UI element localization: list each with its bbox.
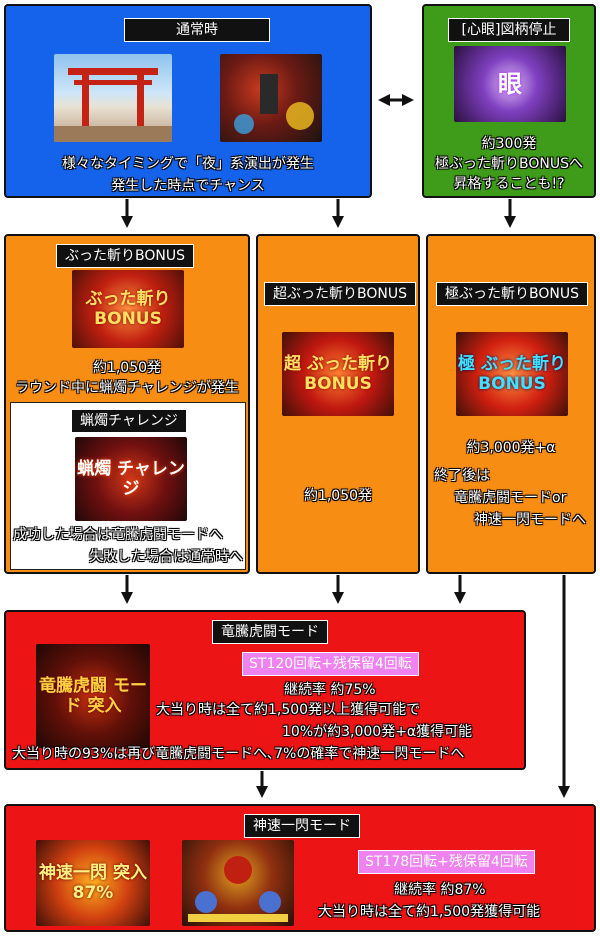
rousoku-image: 蝋燭 チャレンジ — [75, 437, 187, 521]
shinsoku-badge: ST178回転+残保留4回転 — [358, 850, 535, 874]
normal-mode-line1: 様々なタイミングで「夜」系演出が発生 — [62, 156, 314, 172]
ryuto-logo-image: 竜騰虎闘 モード 突入 — [36, 644, 150, 748]
cho-line1: 約1,050発 — [303, 488, 373, 504]
normal-mode-box: 通常時 様々なタイミングで「夜」系演出が発生 発生した時点でチャンス — [4, 4, 372, 198]
shinsoku-box: 神速一閃モード 神速一閃 突入 87% ST178回転+残保留4回転 継続率 約… — [4, 804, 596, 932]
ryuto-box: 竜騰虎闘モード 竜騰虎闘 モード 突入 ST120回転+残保留4回転 継続率 約… — [4, 610, 526, 770]
ryuto-logo: 竜騰虎闘 モード 突入 — [39, 676, 147, 716]
normal-mode-line2: 発生した時点でチャンス — [111, 178, 265, 194]
shingan-title: [心眼]図柄停止 — [448, 18, 570, 42]
cho-logo: 超 ぶった斬り BONUS — [284, 354, 392, 394]
shingan-line1: 約300発 — [481, 136, 537, 152]
torii-gate-image — [54, 54, 172, 142]
shinsoku-line2: 大当り時は全て約1,500発獲得可能 — [318, 904, 541, 920]
goku-line1: 約3,000発+α — [466, 440, 556, 456]
goku-line3: 竜騰虎闘モードor — [454, 490, 567, 506]
goku-line4: 神速一閃モードへ — [474, 512, 586, 528]
cho-title: 超ぶった斬りBONUS — [264, 282, 416, 306]
rousoku-logo: 蝋燭 チャレンジ — [77, 459, 185, 499]
shingan-line2: 極ぶった斬りBONUSへ — [435, 156, 583, 172]
shinsoku-logo-image: 神速一閃 突入 87% — [36, 840, 150, 926]
shinsoku-scene-image — [182, 840, 294, 926]
goku-line2: 終了後は — [434, 468, 490, 484]
goku-logo: 極 ぶった斬り BONUS — [458, 354, 566, 394]
shinsoku-title: 神速一閃モード — [244, 814, 360, 838]
goku-title: 極ぶった斬りBONUS — [436, 282, 588, 306]
shinsoku-line1: 継続率 約87% — [394, 882, 486, 898]
ryuto-line2: 大当り時は全て約1,500発以上獲得可能で — [156, 702, 421, 718]
shingan-line3: 昇格することも!? — [453, 176, 565, 192]
buttagiri-line2: ラウンド中に蝋燭チャレンジが発生 — [15, 380, 239, 396]
rousoku-line1: 成功した場合は竜騰虎闘モードへ — [13, 527, 223, 543]
ryuto-title: 竜騰虎闘モード — [212, 620, 328, 644]
rousoku-line2: 失敗した場合は通常時へ — [89, 549, 243, 565]
shinsoku-logo: 神速一閃 突入 87% — [39, 863, 147, 903]
shingan-image: 眼 — [454, 46, 566, 122]
shinsoku-scene-icon — [188, 856, 288, 922]
night-effect-icon — [234, 74, 314, 134]
ryuto-line1: 継続率 約75% — [284, 682, 376, 698]
shingan-box: [心眼]図柄停止 眼 約300発 極ぶった斬りBONUSへ 昇格することも!? — [422, 4, 596, 198]
buttagiri-box: ぶった斬りBONUS ぶった斬り BONUS 約1,050発 ラウンド中に蝋燭チ… — [4, 234, 250, 574]
cho-box: 超ぶった斬りBONUS 超 ぶった斬り BONUS 約1,050発 — [256, 234, 420, 574]
buttagiri-line1: 約1,050発 — [92, 360, 162, 376]
buttagiri-logo-image: ぶった斬り BONUS — [72, 270, 184, 348]
goku-logo-image: 極 ぶった斬り BONUS — [456, 332, 568, 416]
rousoku-panel: 蝋燭チャレンジ 蝋燭 チャレンジ 成功した場合は竜騰虎闘モードへ 失敗した場合は… — [10, 402, 246, 570]
torii-icon — [54, 68, 172, 142]
buttagiri-logo: ぶった斬り BONUS — [85, 289, 171, 329]
shingan-logo: 眼 — [498, 70, 522, 98]
normal-mode-title: 通常時 — [124, 18, 270, 42]
ryuto-badge: ST120回転+残保留4回転 — [242, 652, 419, 676]
buttagiri-title: ぶった斬りBONUS — [56, 244, 194, 268]
cho-logo-image: 超 ぶった斬り BONUS — [282, 332, 394, 416]
goku-box: 極ぶった斬りBONUS 極 ぶった斬り BONUS 約3,000発+α 終了後は… — [426, 234, 596, 574]
night-effect-image — [220, 54, 322, 142]
ryuto-line4: 大当り時の93%は再び竜騰虎闘モードへ､7%の確率で神速一閃モードへ — [12, 746, 465, 762]
rousoku-title: 蝋燭チャレンジ — [71, 409, 187, 433]
ryuto-line3: 10%が約3,000発+α獲得可能 — [282, 724, 473, 740]
